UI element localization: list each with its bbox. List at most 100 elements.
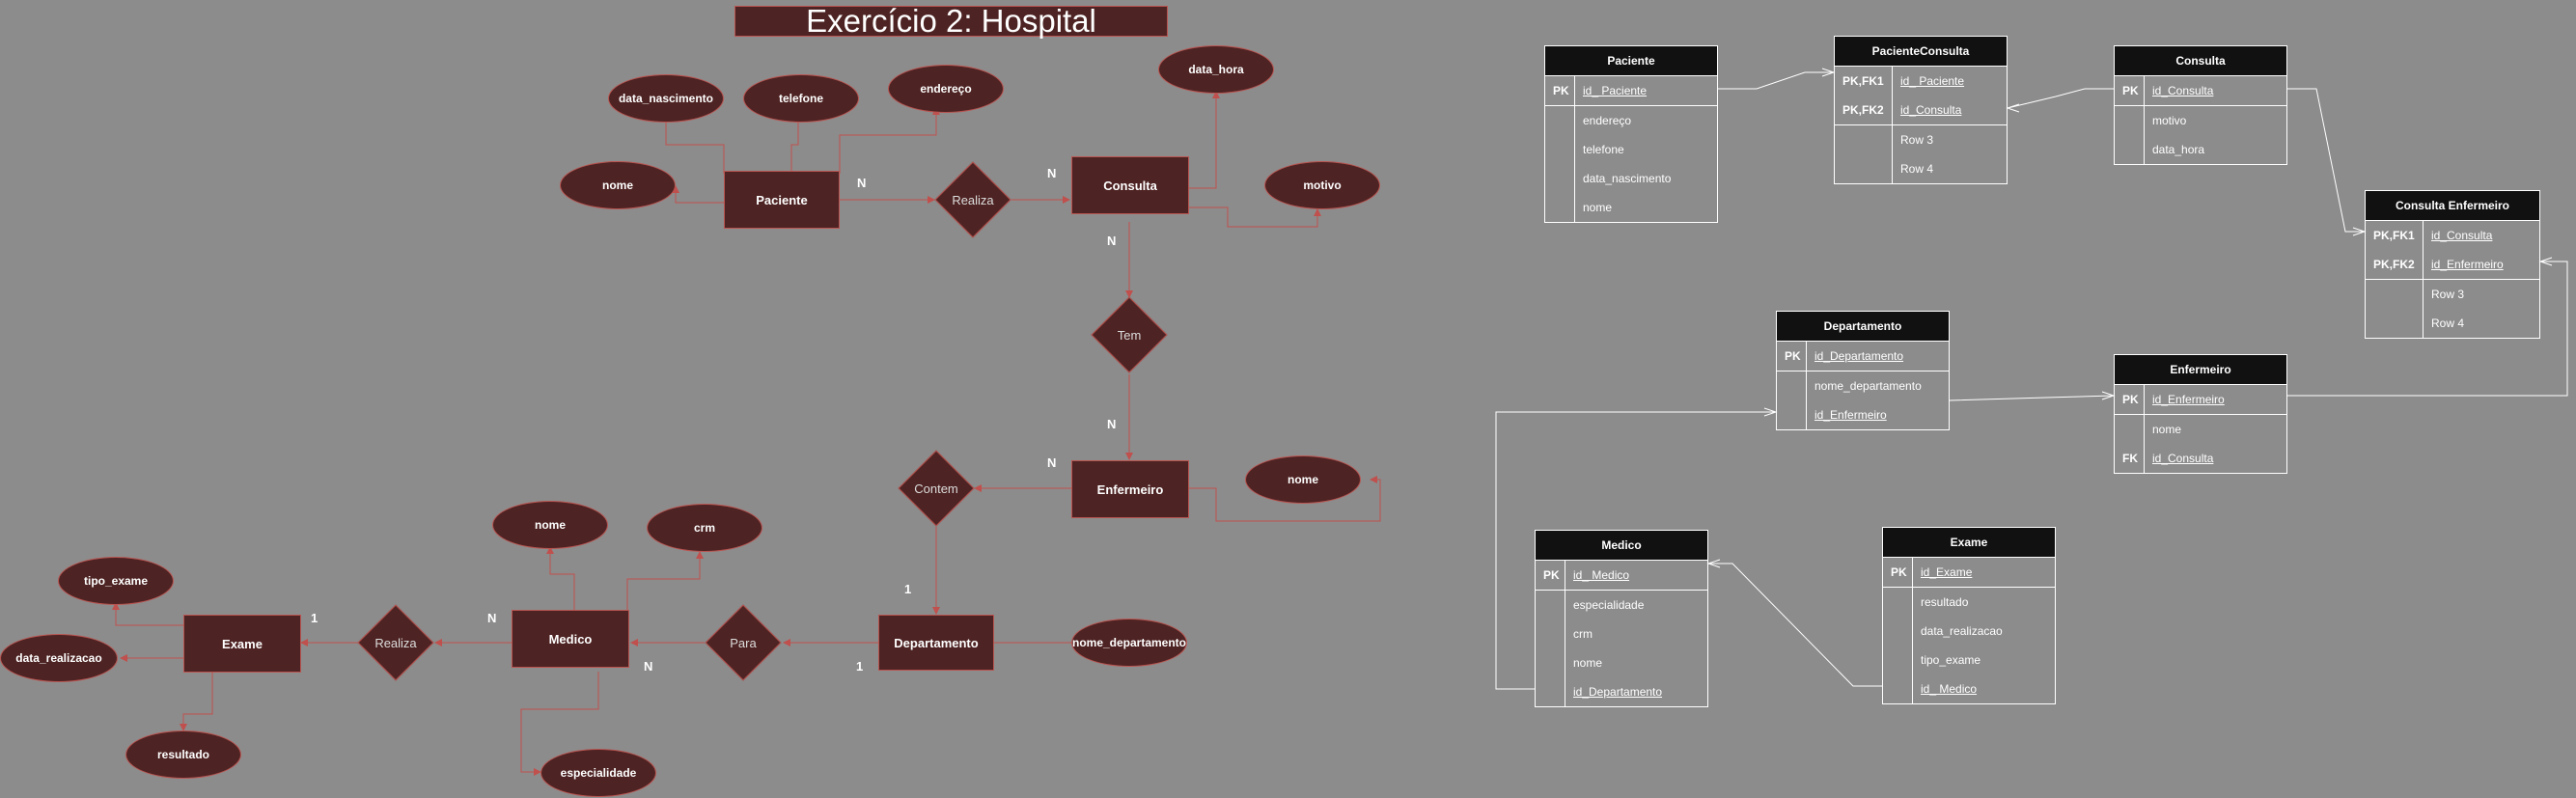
table-row[interactable]: endereço: [1545, 106, 1717, 135]
entity-exame[interactable]: Exame: [183, 615, 301, 673]
cardinality-label: N: [857, 176, 867, 190]
field-cell: nome: [1565, 648, 1707, 677]
cardinality-label: N: [1047, 455, 1057, 470]
table-header: Exame: [1883, 528, 2055, 558]
attribute-exame-tipo-exame[interactable]: tipo_exame: [58, 557, 174, 605]
table-row[interactable]: data_realizacao: [1883, 617, 2055, 646]
field-cell: id_Consulta: [1892, 96, 2007, 124]
cardinality-label: N: [487, 611, 497, 625]
table-row[interactable]: telefone: [1545, 135, 1717, 164]
table-row[interactable]: id_Departamento: [1536, 677, 1707, 706]
table-header: Consulta Enfermeiro: [2366, 191, 2539, 221]
table-header: Paciente: [1545, 46, 1717, 76]
diagram-title: Exercício 2: Hospital: [734, 5, 1168, 37]
relationship-label: Tem: [1117, 327, 1142, 343]
table-row[interactable]: Row 4: [2366, 309, 2539, 338]
table-row[interactable]: nome: [2115, 415, 2286, 444]
attribute-medico-crm[interactable]: crm: [647, 504, 762, 552]
table-row[interactable]: nome_departamento: [1777, 371, 1949, 400]
key-cell: PK,FK1: [1842, 74, 1884, 88]
field-cell: id_ Paciente: [1574, 76, 1717, 105]
field-cell: nome: [1574, 193, 1717, 222]
field-cell: id_Consulta: [2144, 444, 2286, 473]
field-cell: id_ Paciente: [1892, 67, 2007, 96]
table-row[interactable]: PK,FK2 id_Consulta: [1835, 96, 2007, 125]
relationship-label: Realiza: [374, 635, 417, 650]
relationship-contem[interactable]: Contem: [898, 450, 975, 527]
relationship-label: Contem: [914, 481, 958, 496]
table-row[interactable]: nome: [1545, 193, 1717, 222]
field-cell: data_realizacao: [1912, 617, 2055, 646]
entity-consulta[interactable]: Consulta: [1071, 156, 1189, 214]
cardinality-label: 1: [856, 659, 864, 674]
attribute-paciente-telefone[interactable]: telefone: [743, 74, 859, 123]
table-row[interactable]: id_ Medico: [1883, 674, 2055, 703]
cardinality-label: N: [644, 659, 653, 674]
table-header: Medico: [1536, 531, 1707, 561]
attribute-medico-especialidade[interactable]: especialidade: [540, 749, 656, 797]
attribute-consulta-motivo[interactable]: motivo: [1264, 161, 1380, 209]
attribute-enfermeiro-nome[interactable]: nome: [1245, 455, 1361, 504]
relationship-para[interactable]: Para: [705, 604, 782, 681]
table-row[interactable]: crm: [1536, 619, 1707, 648]
attribute-paciente-data-nascimento[interactable]: data_nascimento: [608, 74, 724, 123]
attribute-medico-nome[interactable]: nome: [492, 501, 608, 549]
table-row[interactable]: Row 3: [1835, 125, 2007, 154]
table-row[interactable]: Row 4: [1835, 154, 2007, 183]
cardinality-label: 1: [311, 611, 319, 625]
entity-departamento[interactable]: Departamento: [878, 615, 994, 671]
table-row[interactable]: motivo: [2115, 106, 2286, 135]
field-cell: tipo_exame: [1912, 646, 2055, 674]
table-row[interactable]: nome: [1536, 648, 1707, 677]
table-row[interactable]: PK,FK2 id_Enfermeiro: [2366, 250, 2539, 280]
entity-enfermeiro[interactable]: Enfermeiro: [1071, 460, 1189, 518]
attribute-paciente-endereco[interactable]: endereço: [888, 65, 1004, 113]
attribute-exame-data-realizacao[interactable]: data_realizacao: [0, 634, 118, 682]
key-cell: PK: [1891, 565, 1907, 579]
table-row[interactable]: tipo_exame: [1883, 646, 2055, 674]
relationship-realiza-paciente-consulta[interactable]: Realiza: [934, 161, 1011, 238]
attribute-consulta-data-hora[interactable]: data_hora: [1158, 45, 1274, 94]
attribute-paciente-nome[interactable]: nome: [560, 161, 676, 209]
entity-medico[interactable]: Medico: [512, 610, 629, 668]
entity-paciente[interactable]: Paciente: [724, 171, 840, 229]
table-row[interactable]: PK id_Exame: [1883, 558, 2055, 588]
attribute-departamento-nome-departamento[interactable]: nome_departamento: [1071, 619, 1187, 667]
table-row[interactable]: Row 3: [2366, 280, 2539, 309]
table-row[interactable]: PK id_Enfermeiro: [2115, 385, 2286, 415]
cardinality-label: 1: [904, 582, 912, 596]
table-row[interactable]: data_hora: [2115, 135, 2286, 164]
relationship-realiza-medico-exame[interactable]: Realiza: [357, 604, 434, 681]
field-cell: especialidade: [1565, 591, 1707, 619]
key-cell: PK,FK2: [1842, 103, 1884, 117]
attribute-exame-resultado[interactable]: resultado: [125, 730, 241, 779]
table-row[interactable]: especialidade: [1536, 591, 1707, 619]
field-cell: id_Consulta: [2144, 76, 2286, 105]
field-cell: id_Exame: [1912, 558, 2055, 587]
field-cell: Row 4: [1892, 154, 2007, 183]
field-cell: resultado: [1912, 588, 2055, 617]
table-header: Consulta: [2115, 46, 2286, 76]
field-cell: motivo: [2144, 106, 2286, 135]
field-cell: id_Enfermeiro: [2423, 250, 2539, 279]
table-row[interactable]: id_Enfermeiro: [1777, 400, 1949, 429]
table-row[interactable]: PK,FK1 id_ Paciente: [1835, 67, 2007, 96]
relationship-tem[interactable]: Tem: [1091, 296, 1168, 373]
table-row[interactable]: data_nascimento: [1545, 164, 1717, 193]
field-cell: telefone: [1574, 135, 1717, 164]
table-row[interactable]: resultado: [1883, 588, 2055, 617]
